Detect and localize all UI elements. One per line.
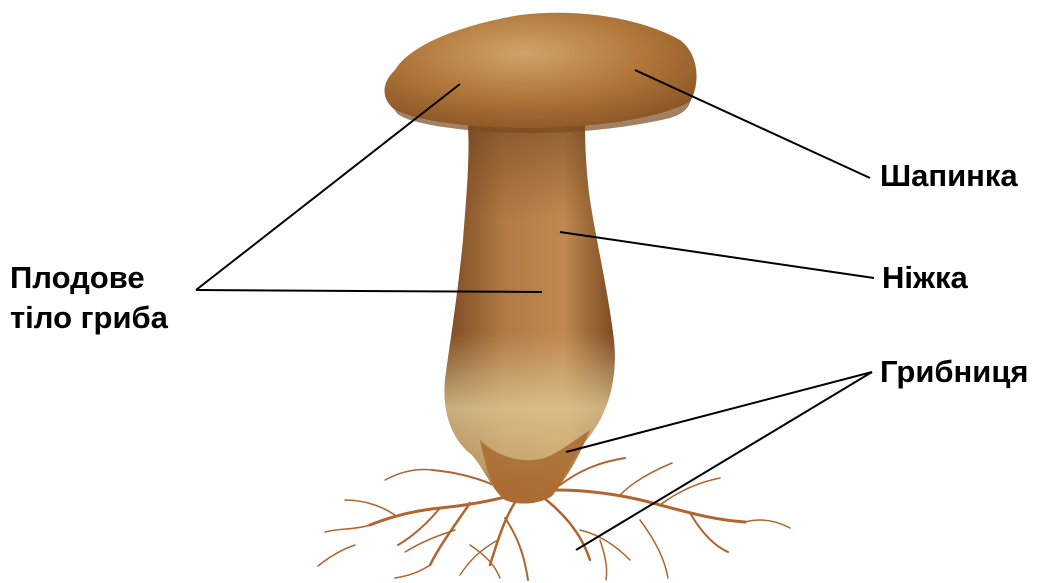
leader-line-stem: [560, 232, 874, 278]
leader-line-cap: [635, 70, 870, 178]
fruit-body-label-line2: тіло гриба: [10, 298, 168, 338]
stem-label: Ніжка: [882, 258, 968, 298]
leader-line-mycelium-roots: [576, 372, 872, 550]
fruit-body-label-line1: Плодове: [10, 258, 168, 298]
fruit-body-label: Плодове тіло гриба: [10, 258, 168, 338]
mushroom-cap: [384, 13, 696, 133]
mycelium-label: Грибниця: [880, 352, 1028, 392]
leader-line-fruit-body-cap: [196, 84, 460, 290]
cap-label: Шапинка: [880, 156, 1018, 196]
